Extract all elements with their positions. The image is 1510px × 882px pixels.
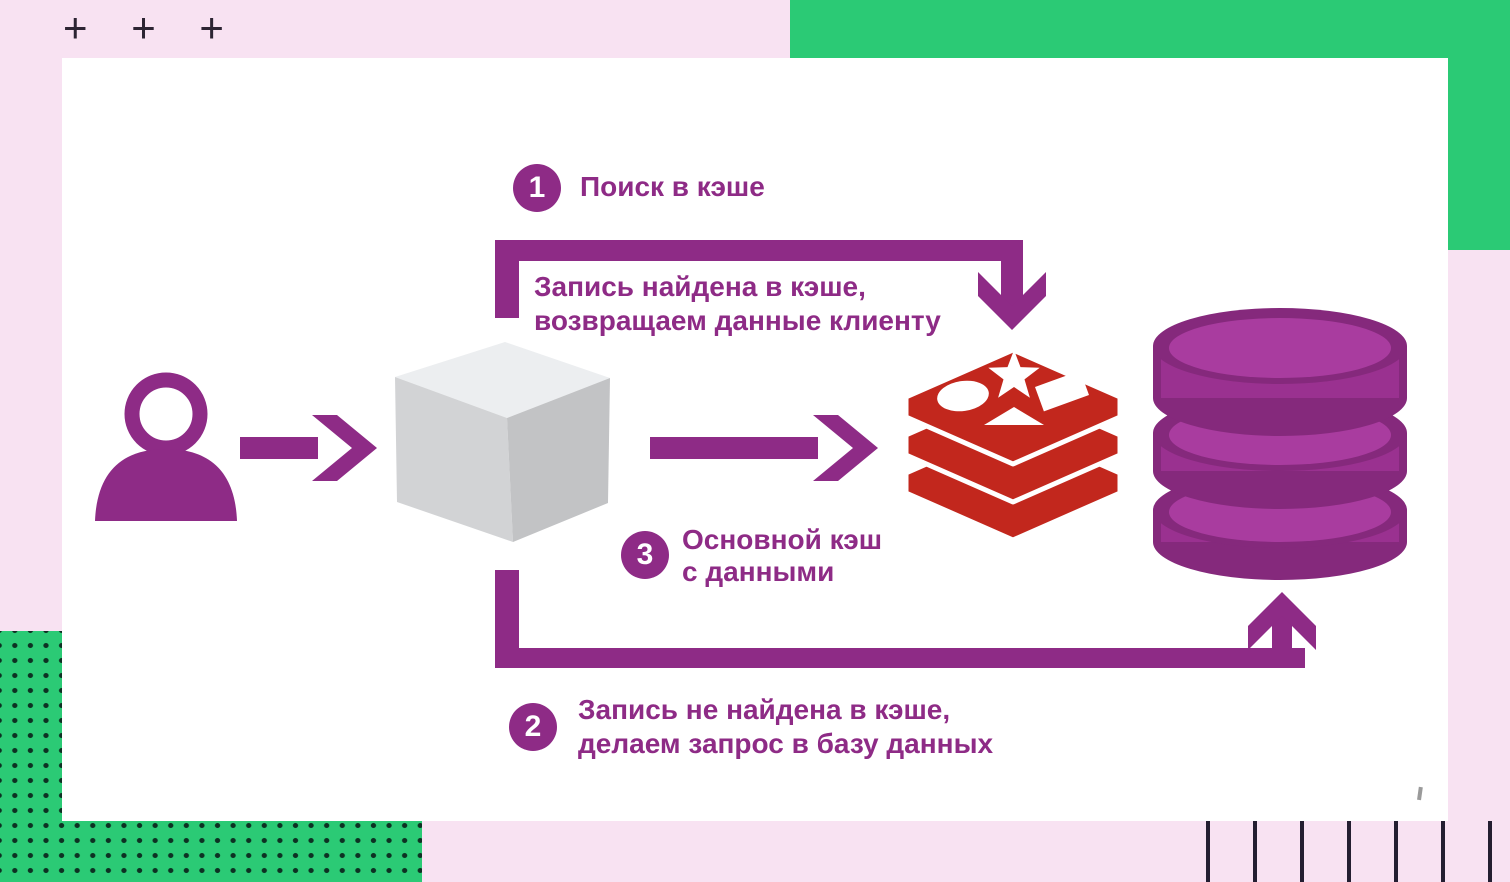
step-3-badge: 3	[621, 531, 669, 579]
flow-diagram-canvas	[95, 240, 1423, 801]
decor-plus-signs: + + +	[63, 4, 240, 51]
step-3-label-line1: Основной кэш	[682, 524, 883, 555]
step-3-label-line2: с данными	[682, 556, 835, 587]
step-2-badge: 2	[509, 703, 557, 751]
step-2-label: Запись не найдена в кэше, делаем запрос …	[578, 693, 993, 761]
user-silhouette-icon	[95, 372, 237, 521]
database-cylinders-icon	[1153, 308, 1407, 580]
step-1-label: Поиск в кэше	[580, 171, 765, 202]
step-2-label-line2: делаем запрос в базу данных	[578, 728, 994, 759]
stray-mark	[1417, 786, 1423, 801]
decor-striped-block-bottom-right	[1206, 821, 1510, 882]
diagram-card: 1 Поиск в кэше Запись найдена в кэше, во…	[62, 58, 1448, 821]
cache-hit-arrow-icon	[495, 240, 1046, 330]
step-1-badge: 1	[513, 164, 561, 212]
cache-miss-arrow-icon	[495, 570, 1316, 668]
cube-3d-icon	[395, 342, 610, 542]
step-2-label-line1: Запись не найдена в кэше,	[578, 694, 951, 725]
arrow-app-to-cache-icon	[650, 415, 878, 481]
cache-hit-note-line2: возвращаем данные клиенту	[534, 305, 941, 336]
redis-logo-icon	[903, 347, 1123, 543]
step-3-label: Основной кэш с данными	[682, 524, 882, 588]
cache-hit-note-line1: Запись найдена в кэше,	[534, 271, 866, 302]
arrow-user-to-app-icon	[240, 415, 377, 481]
cache-hit-note: Запись найдена в кэше, возвращаем данные…	[534, 270, 941, 338]
